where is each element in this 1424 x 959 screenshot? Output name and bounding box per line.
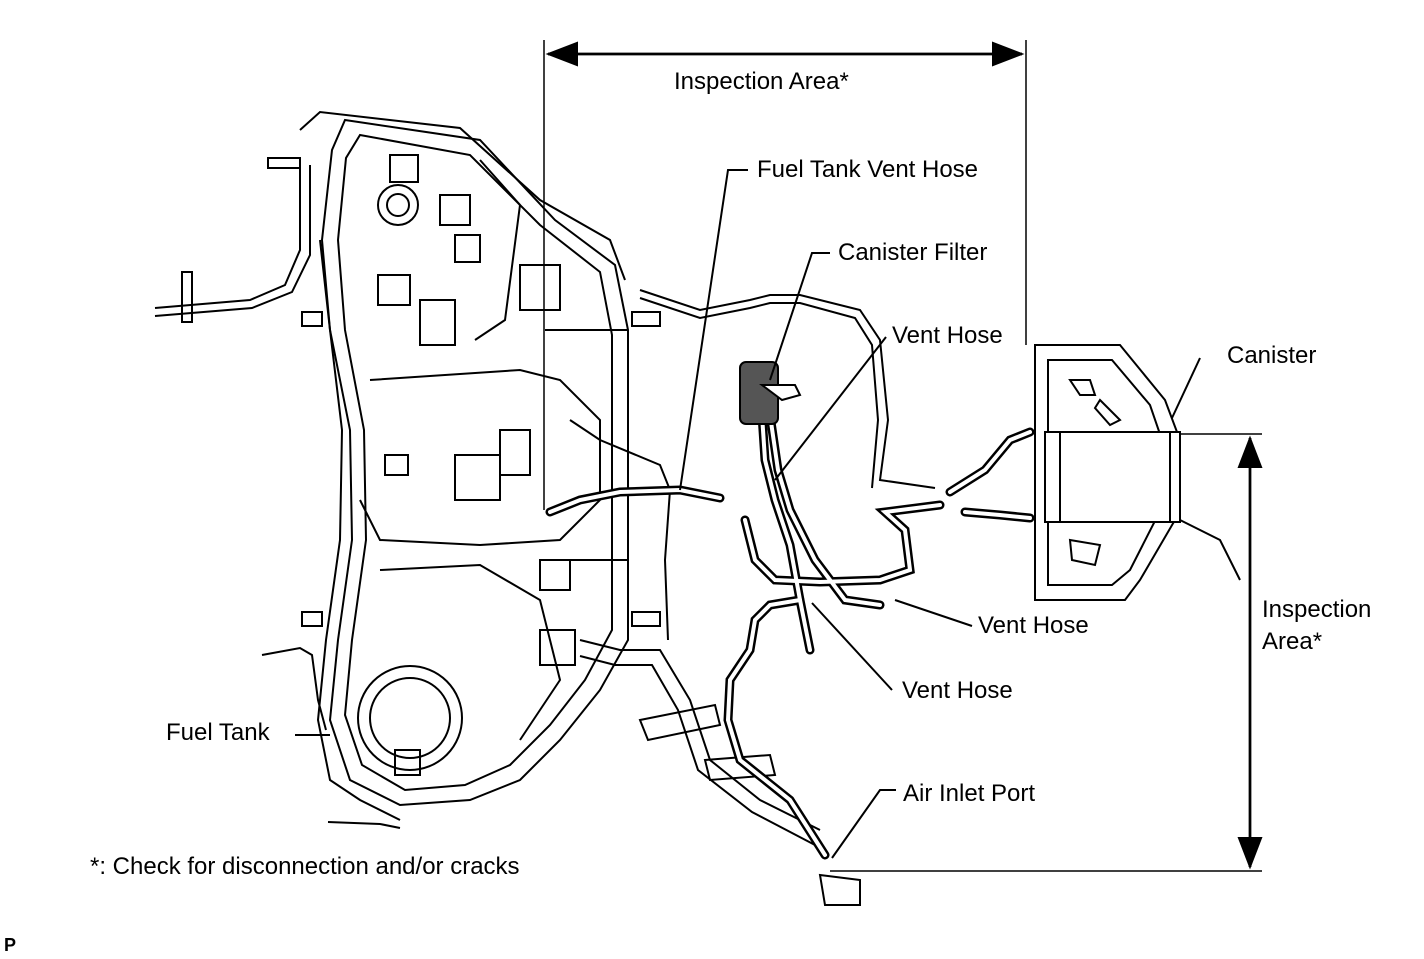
filler-pipe-drawing <box>569 289 936 906</box>
canister-label: Canister <box>1227 342 1317 369</box>
vent-hoses-inner <box>548 413 1032 857</box>
canister-filter-label: Canister Filter <box>838 239 988 266</box>
fuel-tank-label: Fuel Tank <box>166 719 270 746</box>
air-inlet-port-label: Air Inlet Port <box>903 780 1036 807</box>
footnote: *: Check for disconnection and/or cracks <box>90 853 520 880</box>
inspection-area-top-label: Inspection Area* <box>674 68 849 95</box>
fuel-tank-vent-hose-label: Fuel Tank Vent Hose <box>757 156 979 183</box>
vent-hose-label-3: Vent Hose <box>902 677 1013 704</box>
canister-drawing <box>1034 344 1241 601</box>
vent-hose-label-1: Vent Hose <box>892 322 1003 349</box>
inspection-area-right-label: Inspection Area* <box>1262 596 1372 655</box>
fuel-tank-drawing <box>154 110 661 829</box>
leader-lines <box>295 169 1201 859</box>
figure-code: P <box>4 935 17 955</box>
inspection-area-dimensions <box>543 40 1263 872</box>
canister-filter-drawing <box>739 361 802 425</box>
vent-hose-label-2: Vent Hose <box>978 612 1089 639</box>
